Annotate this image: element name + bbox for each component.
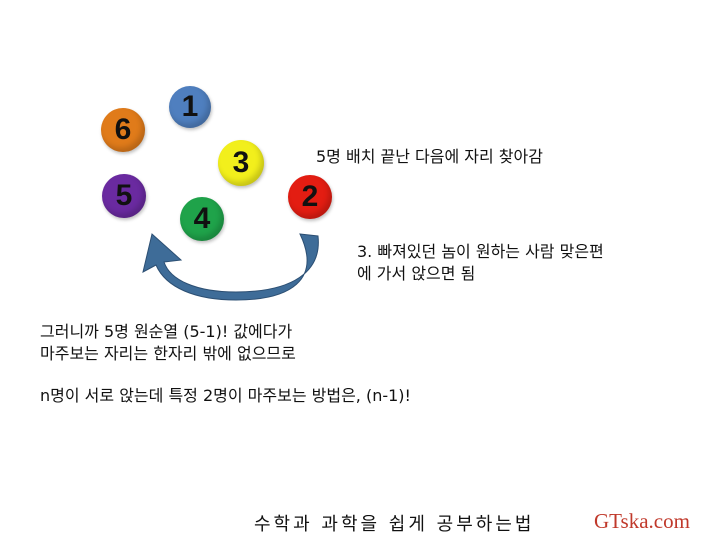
body-line2: 마주보는 자리는 한자리 밖에 없으므로	[40, 344, 296, 363]
footer-slogan: 수학과 과학을 쉽게 공부하는법	[254, 514, 535, 535]
body-line3: n명이 서로 앉는데 특정 2명이 마주보는 방법은, (n-1)!	[40, 386, 411, 405]
circle-6: 6	[101, 108, 145, 152]
curved-arrow-shape	[142, 233, 319, 301]
circle-2-label: 2	[301, 180, 319, 213]
circle-5-label: 5	[115, 179, 133, 212]
circle-3: 3	[218, 140, 264, 186]
footer-site: GTska.com	[594, 509, 690, 533]
circle-1-label: 1	[181, 90, 199, 123]
circle-3-label: 3	[232, 146, 250, 179]
circle-5: 5	[102, 174, 146, 218]
circle-1: 1	[169, 86, 211, 128]
note-step-line2: 에 가서 앉으면 됨	[357, 264, 476, 283]
circle-2: 2	[288, 175, 332, 219]
circle-4: 4	[180, 197, 224, 241]
circle-4-label: 4	[193, 202, 211, 235]
note-step-line1: 3. 빠져있던 놈이 원하는 사람 맞은편	[357, 242, 604, 261]
body-line1: 그러니까 5명 원순열 (5-1)! 값에다가	[40, 322, 293, 341]
circle-6-label: 6	[114, 113, 132, 146]
note-top: 5명 배치 끝난 다음에 자리 찾아감	[316, 147, 543, 166]
